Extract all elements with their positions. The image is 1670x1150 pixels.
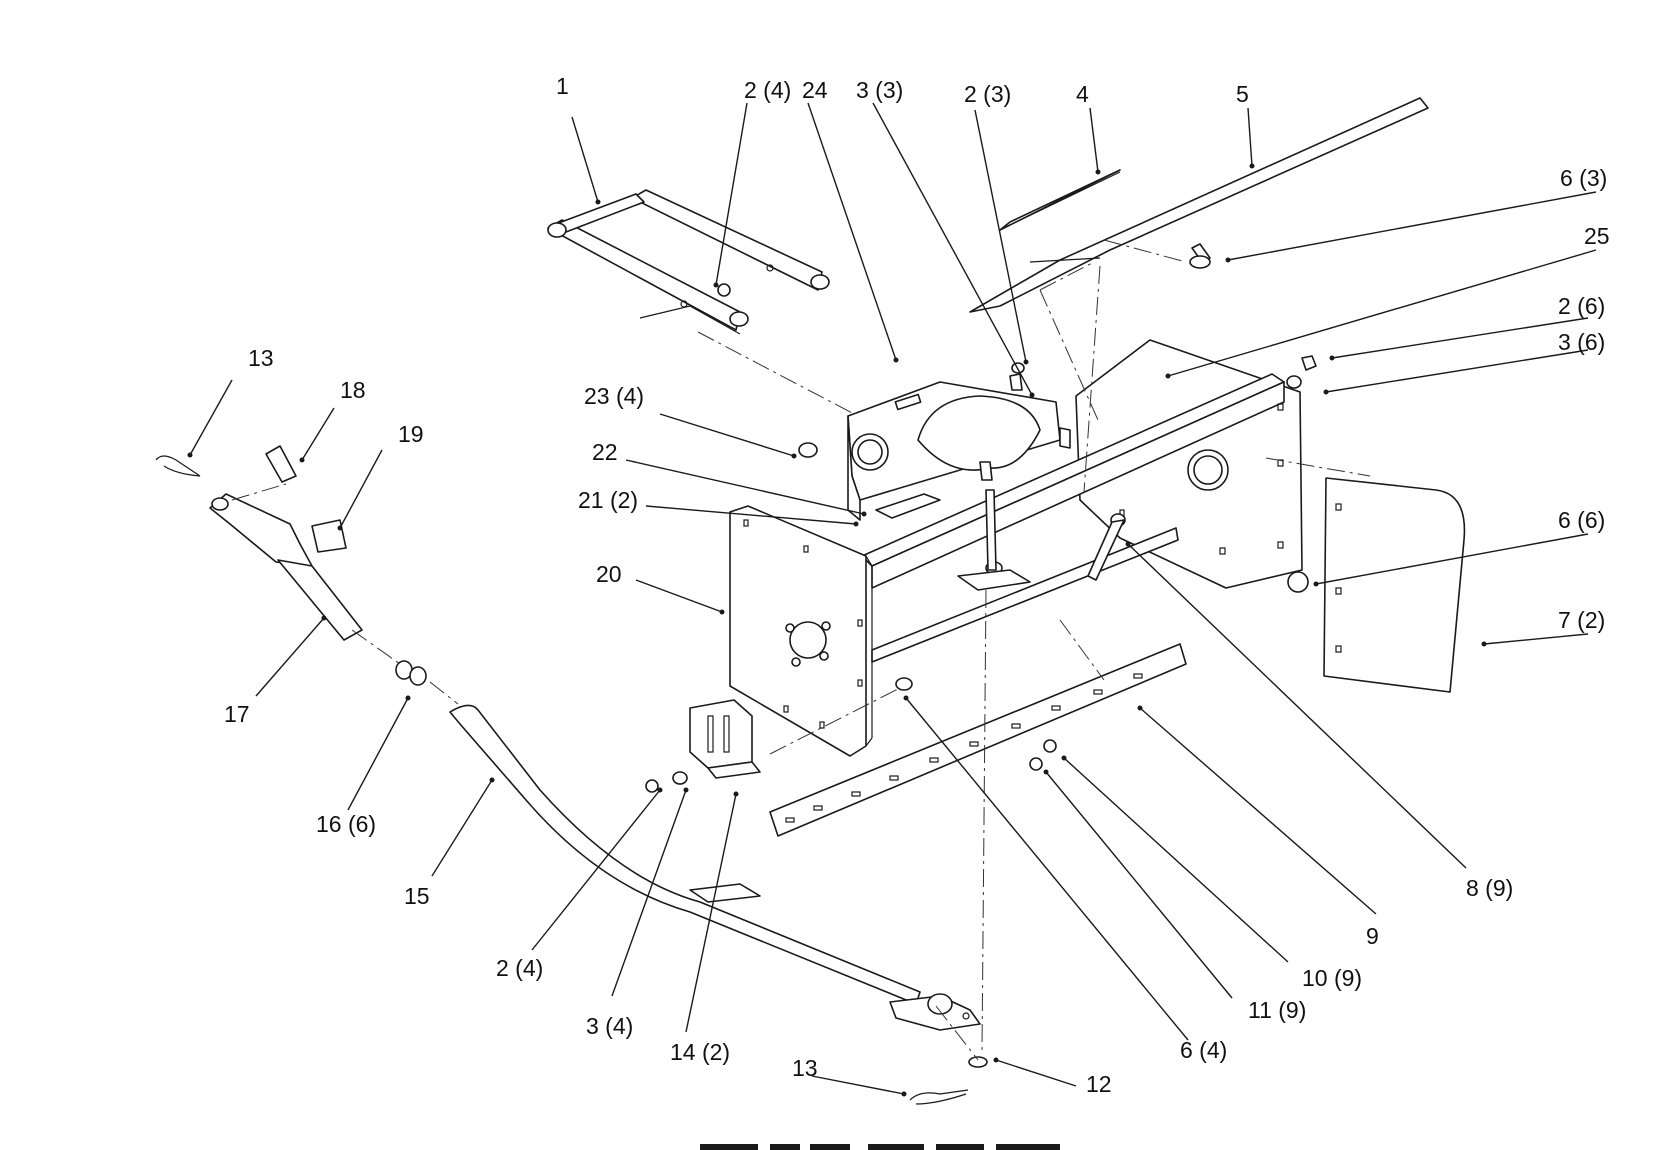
callout-6c: 6 (4) [1180, 1037, 1227, 1063]
callout-labels: 1 2 (4) 24 3 (3) 2 (3) 4 5 6 (3) 25 2 (6… [224, 73, 1610, 1097]
callout-25: 25 [1584, 223, 1610, 249]
part-20-housing [689, 339, 1303, 779]
part-16-washers [395, 660, 427, 686]
part-17-handle [155, 445, 363, 641]
callout-3a: 3 (3) [856, 77, 903, 103]
assembly-lines [231, 239, 1371, 1061]
part-1-hitch-frame [547, 189, 830, 335]
callout-2b: 2 (3) [964, 81, 1011, 107]
callout-14: 14 (2) [670, 1039, 730, 1065]
callout-12: 12 [1086, 1071, 1112, 1097]
hardware [645, 355, 1317, 1105]
callout-8: 8 (9) [1466, 875, 1513, 901]
part-4-plate [999, 169, 1121, 231]
callout-24: 24 [802, 77, 828, 103]
callout-1: 1 [556, 73, 569, 99]
callout-6a: 6 (3) [1560, 165, 1607, 191]
part-15-rod [449, 704, 981, 1031]
part-6-bolt-top [1189, 243, 1211, 269]
callout-11: 11 (9) [1248, 997, 1306, 1023]
callout-2c: 2 (6) [1558, 293, 1605, 319]
callout-17: 17 [224, 701, 250, 727]
part-9-scraper-blade [769, 643, 1187, 837]
part-7-side-plate [1287, 477, 1466, 693]
callout-2d: 2 (4) [496, 955, 543, 981]
callout-13b: 13 [792, 1055, 818, 1081]
callout-3c: 3 (4) [586, 1013, 633, 1039]
callout-5: 5 [1236, 81, 1249, 107]
callout-7: 7 (2) [1558, 607, 1605, 633]
callout-19: 19 [398, 421, 424, 447]
callout-6b: 6 (6) [1558, 507, 1605, 533]
clipped-bottom-title [700, 1144, 1060, 1150]
leader-lines [187, 102, 1597, 1097]
callout-22: 22 [592, 439, 618, 465]
callout-20: 20 [596, 561, 622, 587]
callout-21: 21 (2) [578, 487, 638, 513]
callout-10: 10 (9) [1302, 965, 1362, 991]
part-5-deflector [969, 97, 1429, 313]
callout-2a: 2 (4) [744, 77, 791, 103]
callout-9: 9 [1366, 923, 1379, 949]
callout-18: 18 [340, 377, 366, 403]
callout-16: 16 (6) [316, 811, 376, 837]
callout-23: 23 (4) [584, 383, 644, 409]
callout-3b: 3 (6) [1558, 329, 1605, 355]
callout-13a: 13 [248, 345, 274, 371]
callout-15: 15 [404, 883, 430, 909]
callout-4: 4 [1076, 81, 1089, 107]
